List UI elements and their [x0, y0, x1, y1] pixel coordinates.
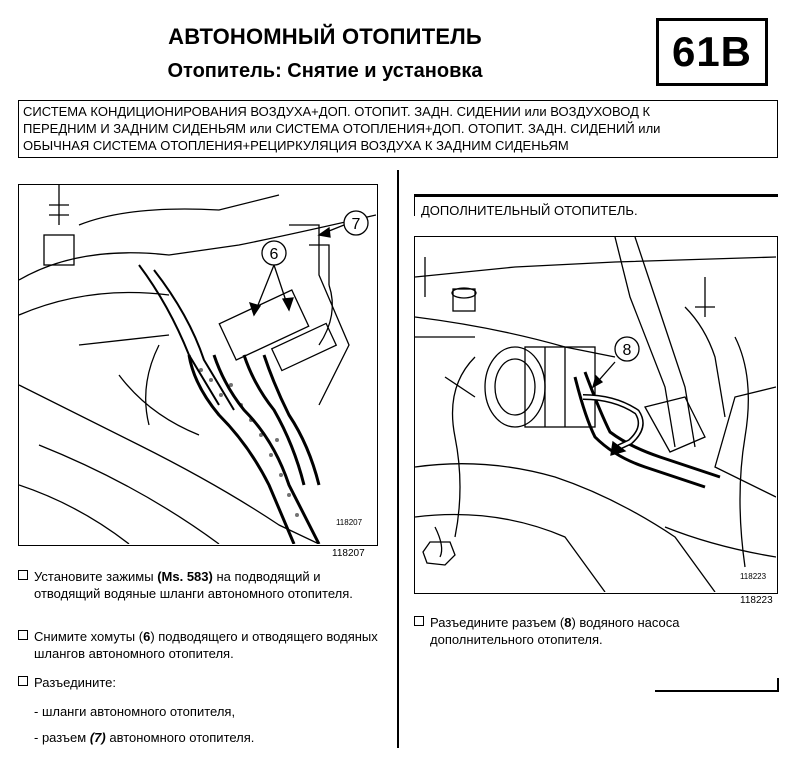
- figure-left-illustration: 6 7 118207: [18, 184, 378, 546]
- callout-6-bubble: [261, 240, 287, 266]
- applicability-line-1: СИСТЕМА КОНДИЦИОНИРОВАНИЯ ВОЗДУХА+ДОП. О…: [23, 104, 651, 119]
- checkbox-icon: [414, 616, 424, 626]
- callout-8: 8: [623, 342, 632, 359]
- instruction-step-1: Установите зажимы (Ms. 583) на подводящи…: [18, 568, 380, 602]
- sub-item-hoses: - шланги автономного отопителя,: [34, 704, 236, 719]
- figure-left-number: 118207: [332, 548, 365, 559]
- applicability-line-3: ОБЫЧНАЯ СИСТЕМА ОТОПЛЕНИЯ+РЕЦИРКУЛЯЦИЯ В…: [23, 138, 569, 153]
- figure-inner-number: 118223: [740, 572, 767, 581]
- figure-right-number: 118223: [740, 595, 773, 606]
- sub-item-connector: - разъем (7) автономного отопителя.: [34, 730, 255, 745]
- callout-8-bubble: [614, 336, 640, 362]
- section-end-mark: [655, 690, 779, 692]
- column-divider: [397, 170, 399, 748]
- checkbox-icon: [18, 570, 28, 580]
- water-pump-drawing: 8 118223: [415, 237, 776, 592]
- section-end-mark-vertical: [777, 678, 779, 692]
- instruction-step-3: Разъедините:: [18, 674, 380, 691]
- callout-7: 7: [352, 216, 361, 233]
- instruction-step-4: Разъедините разъем (8) водяного насоса д…: [414, 614, 778, 648]
- checkbox-icon: [18, 676, 28, 686]
- applicability-box: СИСТЕМА КОНДИЦИОНИРОВАНИЯ ВОЗДУХА+ДОП. О…: [18, 100, 778, 158]
- section-heading: ДОПОЛНИТЕЛЬНЫЙ ОТОПИТЕЛЬ.: [414, 194, 778, 218]
- figure-right-illustration: 8 118223: [414, 236, 778, 594]
- callout-6: 6: [270, 246, 279, 263]
- page-subtitle: Отопитель: Снятие и установка: [167, 60, 483, 82]
- page-title: АВТОНОМНЫЙ ОТОПИТЕЛЬ: [168, 24, 482, 49]
- applicability-line-2: ПЕРЕДНИМ И ЗАДНИМ СИДЕНЬЯМ или СИСТЕМА О…: [23, 121, 661, 136]
- callout-7-bubble: [343, 210, 369, 236]
- chapter-badge: 61B: [656, 18, 768, 86]
- checkbox-icon: [18, 630, 28, 640]
- figure-inner-number: 118207: [336, 518, 363, 527]
- heater-hoses-drawing: 6 7 118207: [19, 185, 376, 544]
- instruction-step-2: Снимите хомуты (6) подводящего и отводящ…: [18, 628, 380, 662]
